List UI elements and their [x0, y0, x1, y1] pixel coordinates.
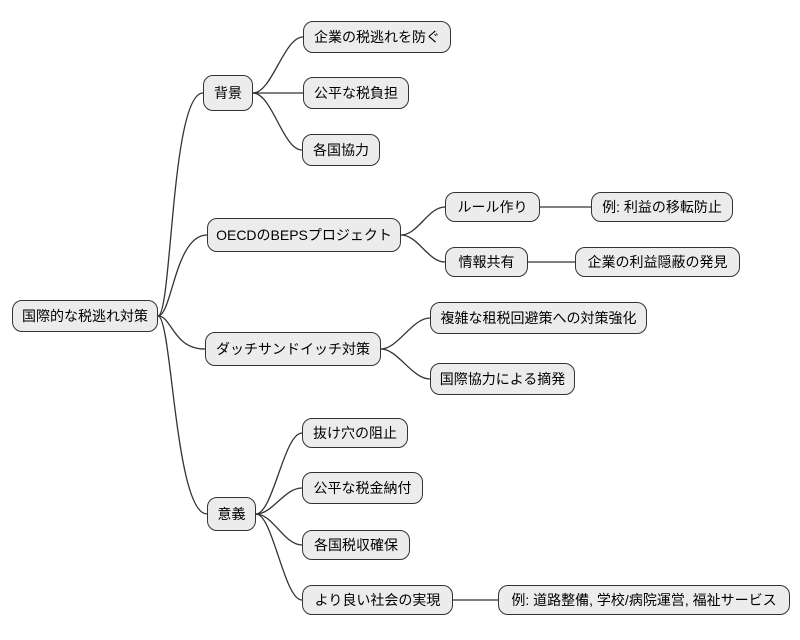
node-secure-national-tax-revenue: 各国税収確保 — [302, 530, 410, 560]
edge-root-significance — [157, 315, 208, 515]
edge-dutch-complex — [380, 317, 431, 350]
edge-background-prevent — [252, 36, 304, 94]
edge-background-cooperation — [252, 92, 303, 151]
node-rule-making: ルール作り — [445, 192, 540, 222]
node-international-cooperation: 各国協力 — [302, 134, 380, 166]
node-loophole-prevention: 抜け穴の阻止 — [302, 418, 408, 448]
node-fair-tax-payment: 公平な税金納付 — [302, 472, 423, 504]
node-better-society: より良い社会の実現 — [302, 585, 453, 615]
edge-root-dutch — [157, 315, 206, 350]
edge-oecd-infosharing — [400, 234, 446, 263]
edge-significance-society — [255, 513, 303, 601]
edge-root-oecd — [157, 234, 208, 317]
node-strengthen-measures-complex-avoidance: 複雑な租税回避策への対策強化 — [430, 302, 647, 334]
node-example-profit-shifting-prevention: 例: 利益の移転防止 — [591, 192, 733, 222]
node-oecd-beps-project: OECDのBEPSプロジェクト — [207, 218, 401, 252]
edge-dutch-crackdown — [380, 348, 431, 380]
node-information-sharing: 情報共有 — [445, 247, 528, 277]
node-discovery-of-hidden-profits: 企業の利益隠蔽の発見 — [575, 247, 740, 277]
edge-significance-fairpayment — [255, 487, 303, 515]
node-dutch-sandwich-countermeasures: ダッチサンドイッチ対策 — [205, 332, 381, 366]
edge-significance-loophole — [255, 432, 303, 515]
node-prevent-corporate-tax-evasion: 企業の税逃れを防ぐ — [303, 21, 451, 53]
node-significance: 意義 — [207, 497, 256, 531]
node-crackdown-international-cooperation: 国際協力による摘発 — [430, 363, 575, 395]
edge-oecd-rulemaking — [400, 206, 446, 236]
node-fair-tax-burden: 公平な税負担 — [303, 77, 409, 109]
edge-significance-revenue — [255, 513, 303, 546]
node-background: 背景 — [203, 75, 253, 111]
edge-root-background — [157, 92, 204, 317]
node-root: 国際的な税逃れ対策 — [12, 300, 158, 332]
node-example-public-services: 例: 道路整備, 学校/病院運営, 福祉サービス — [498, 585, 790, 615]
